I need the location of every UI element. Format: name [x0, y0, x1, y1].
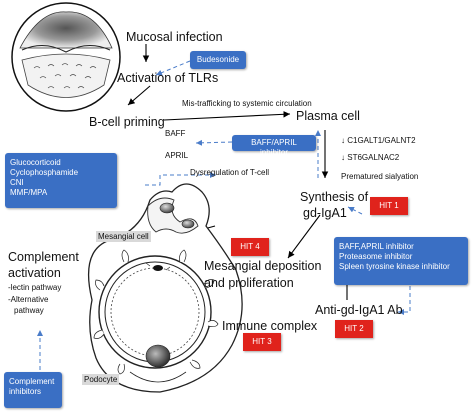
label-complement-1: Complement: [8, 250, 79, 264]
label-podocyte: Podocyte: [82, 374, 120, 385]
label-plasma-cell: Plasma cell: [296, 109, 360, 123]
label-mesangial-cell: Mesangial cell: [96, 231, 151, 242]
label-lectin: -lectin pathway: [8, 283, 62, 292]
label-synthesis-2: gd-IgA1: [303, 206, 347, 220]
drug-item: inhibitors: [9, 387, 42, 396]
hit-4-badge: HIT 4: [231, 238, 269, 256]
label-mesangial-deposition-2: and proliferation: [204, 276, 294, 290]
mucosa-illustration: [11, 2, 121, 112]
drug-item: Cyclophosphamide: [10, 168, 79, 177]
drug-item: Proteasome inhibitor: [339, 252, 413, 261]
label-complement-2: activation: [8, 266, 61, 280]
down-arrow: ↓: [341, 136, 345, 145]
label-anti-gd-iga1: Anti-gd-IgA1 Ab: [315, 303, 403, 317]
hit-2-badge: HIT 2: [335, 320, 373, 338]
label-april: APRIL: [165, 151, 189, 160]
hit-1-badge: HIT 1: [370, 197, 408, 215]
label-t-cell-dysregulation: Dysregulation of T-cell: [190, 168, 269, 177]
drug-item: Complement: [9, 377, 55, 386]
label-mucosal-infection: Mucosal infection: [126, 30, 223, 44]
label-activation-tlrs: Activation of TLRs: [117, 71, 219, 85]
label-premature-sialyation: Prematured sialyation: [341, 172, 419, 181]
drug-item: MMF/MPA: [10, 188, 48, 197]
st6galnac2-text: ST6GALNAC2: [347, 153, 400, 162]
c1galt1-text: C1GALT1/GALNT2: [347, 136, 416, 145]
label-b-cell-priming: B-cell priming: [89, 115, 165, 129]
box-immunosuppressants: Glucocorticoid Cyclophosphamide CNI MMF/…: [5, 153, 117, 208]
drug-item: CNI: [10, 178, 24, 187]
drug-item: Spleen tyrosine kinase inhibitor: [339, 262, 450, 271]
label-synthesis-1: Synthesis of: [300, 190, 369, 204]
label-baff: BAFF: [165, 129, 186, 138]
inhibition-lines: [37, 60, 411, 370]
down-arrow: ↓: [341, 153, 345, 162]
hit-3-badge: HIT 3: [243, 333, 281, 351]
box-complement-inhibitors: Complement inhibitors: [4, 372, 62, 408]
drug-item: BAFF,APRIL inhibitor: [339, 242, 414, 251]
box-baff-april-inhibitor: BAFF/APRIL inhibitor: [232, 135, 316, 157]
label-alternative-1: -Alternative: [8, 295, 49, 304]
label-c1galt1: ↓ C1GALT1/GALNT2: [341, 136, 416, 145]
label-alternative-2: pathway: [14, 306, 44, 315]
label-immune-complex: Immune complex: [222, 319, 318, 333]
box-targeted-inhibitors: BAFF,APRIL inhibitor Proteasome inhibito…: [334, 237, 468, 285]
label-mesangial-deposition-1: Mesangial deposition: [204, 259, 322, 273]
drug-item: Glucocorticoid: [10, 158, 61, 167]
box-budesonide: Budesonide: [190, 51, 246, 69]
glomerulus-illustration: [88, 183, 243, 393]
label-st6galnac2: ↓ ST6GALNAC2: [341, 153, 399, 162]
label-mis-trafficking: Mis-trafficking to systemic circulation: [182, 99, 312, 108]
